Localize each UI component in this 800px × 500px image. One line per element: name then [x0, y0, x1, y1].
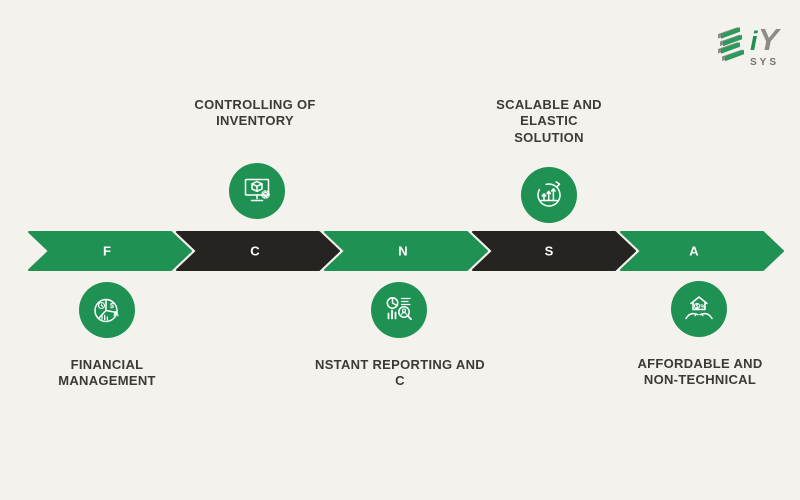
timeline-letter-s: S	[545, 244, 554, 259]
logo-letter-i: i	[750, 26, 758, 56]
timeline-step-f	[28, 231, 192, 271]
inventory-monitor-icon	[229, 163, 285, 219]
growth-cycle-icon	[521, 167, 577, 223]
affordable-hands-icon: $ %	[671, 281, 727, 337]
feature-label-scalable-elastic-solution: SCALABLE AND ELASTIC SOLUTION	[496, 97, 602, 145]
timeline-letter-a: A	[689, 244, 699, 259]
eiysys-logo: i Y SYS	[718, 22, 782, 68]
reporting-analytics-icon	[371, 282, 427, 338]
logo-letter-y: Y	[758, 22, 782, 57]
feature-label-financial-management: FINANCIAL MANAGEMENT	[58, 357, 156, 389]
timeline-step-s	[472, 231, 636, 271]
svg-text:%: %	[701, 305, 707, 311]
timeline-letter-c: C	[250, 244, 260, 259]
timeline-step-c	[176, 231, 340, 271]
feature-label-instant-reporting: NSTANT REPORTING AND C	[315, 357, 485, 389]
timeline-chevron-band: F C N S A	[28, 231, 784, 271]
timeline-letter-f: F	[103, 244, 111, 259]
svg-text:$: $	[110, 303, 114, 310]
svg-text:$: $	[696, 304, 699, 310]
logo-e-bars-icon	[718, 27, 744, 62]
timeline-letter-n: N	[398, 244, 407, 259]
feature-label-controlling-of-inventory: CONTROLLING OF INVENTORY	[194, 97, 316, 129]
timeline-step-a	[620, 231, 784, 271]
finance-pie-icon: $	[79, 282, 135, 338]
feature-label-affordable-non-technical: AFFORDABLE AND NON-TECHNICAL	[637, 356, 763, 388]
logo-sub-text: SYS	[750, 57, 779, 68]
timeline-step-n	[324, 231, 488, 271]
